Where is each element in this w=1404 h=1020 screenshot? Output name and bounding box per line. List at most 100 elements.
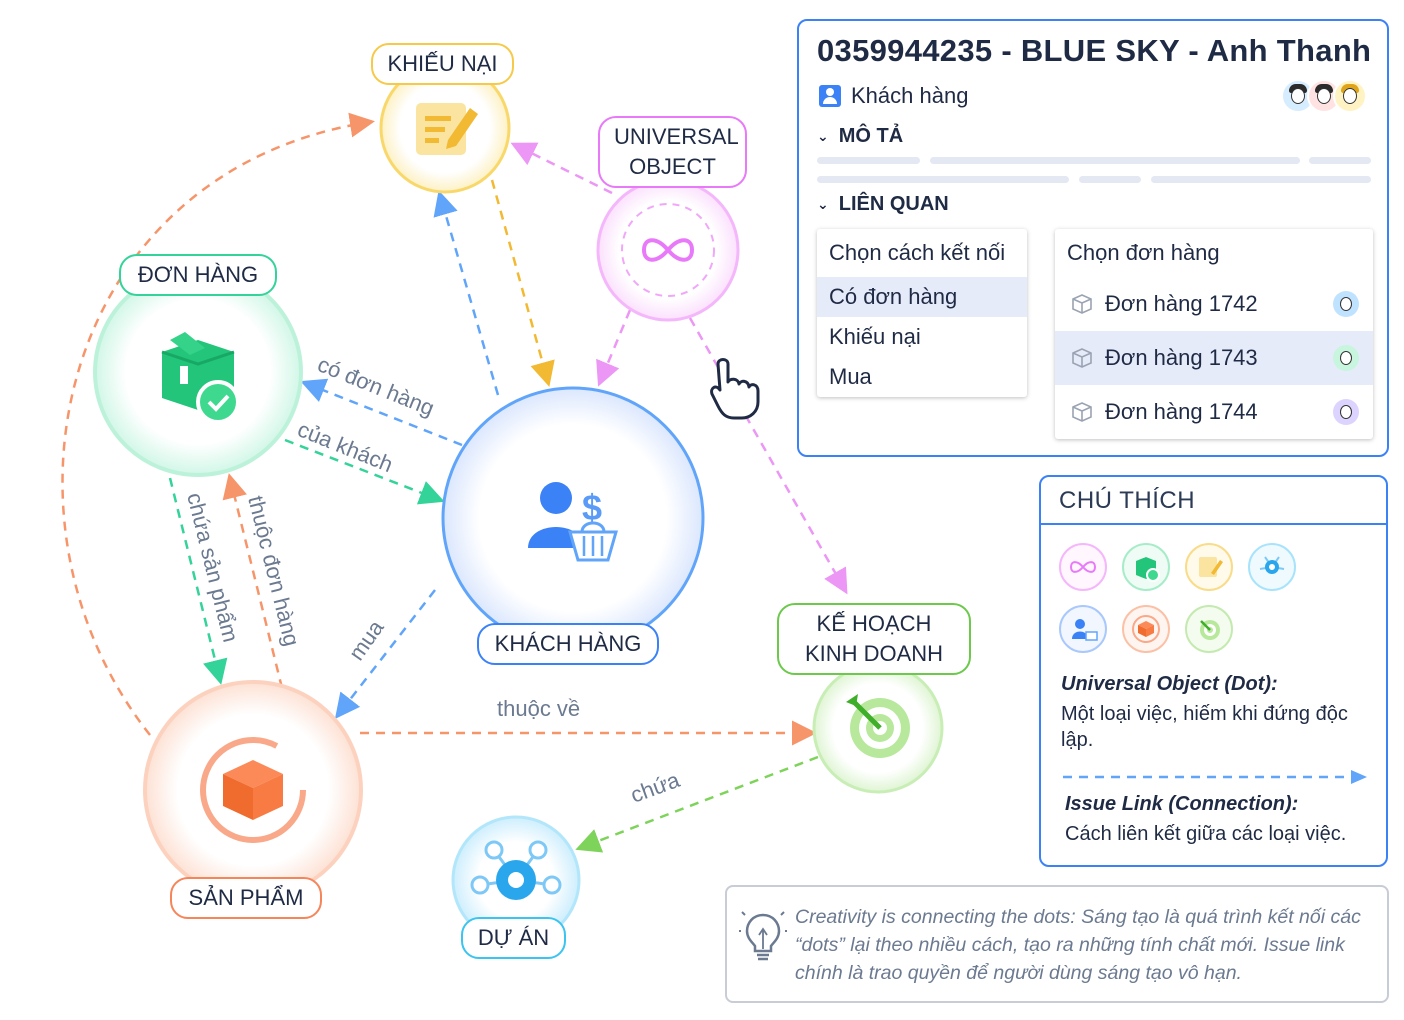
connection-option[interactable]: Có đơn hàng	[817, 277, 1027, 317]
placeholder-line	[817, 176, 1069, 183]
section-description-toggle[interactable]: ⌄ MÔ TẢ	[817, 125, 903, 148]
label-universal-line2: OBJECT	[629, 154, 716, 179]
edge-label-co-don-hang: có đơn hàng	[314, 351, 438, 420]
legend-complaint-icon	[1185, 543, 1233, 591]
legend-panel: CHÚ THÍCH Universal Object (Dot): Một lo…	[1039, 475, 1388, 867]
placeholder-line	[1079, 176, 1141, 183]
label-khieu-nai: KHIẾU NẠI	[371, 43, 514, 85]
edge-universal-khachhang	[596, 309, 632, 387]
customer-shopping-icon: $	[528, 482, 618, 562]
order-option[interactable]: Đơn hàng 1742	[1055, 277, 1373, 331]
label-ke-hoach-line1: KẾ HOẠCH	[816, 611, 932, 636]
chevron-down-icon: ⌄	[817, 128, 829, 144]
placeholder-line	[1309, 157, 1371, 164]
placeholder-line	[1151, 176, 1371, 183]
package-icon	[1072, 402, 1092, 422]
legend-link-arrow	[1063, 770, 1367, 784]
quote-box: Creativity is connecting the dots: Sáng …	[725, 885, 1389, 1003]
order-menu-header: Chọn đơn hàng	[1067, 240, 1220, 265]
edge-kehoach-duan	[575, 755, 819, 853]
legend-order-icon	[1122, 543, 1170, 591]
edge-label-chua: chứa	[627, 767, 683, 808]
label-universal-line1: UNIVERSAL	[614, 124, 739, 149]
section-related-toggle[interactable]: ⌄ LIÊN QUAN	[817, 193, 949, 216]
avatar	[1333, 291, 1359, 317]
order-option-label: Đơn hàng 1744	[1105, 399, 1258, 424]
quote-text: Creativity is connecting the dots: Sáng …	[795, 906, 1361, 984]
edge-donhang-sanpham	[168, 477, 228, 685]
svg-text:$: $	[582, 487, 602, 528]
edge-khieunai-khachhang	[490, 179, 555, 387]
node-ke-hoach[interactable]	[812, 662, 944, 794]
package-icon	[1072, 294, 1092, 314]
edge-label-thuoc-ve: thuộc về	[497, 696, 580, 721]
edge-khachhang-sanpham	[334, 589, 436, 719]
order-option[interactable]: Đơn hàng 1743	[1055, 331, 1373, 385]
edge-label-chua-san-pham: chứa sản phẩm	[182, 490, 243, 644]
avatar	[1333, 399, 1359, 425]
edge-label-cua-khach: của khách	[294, 416, 396, 477]
label-ke-hoach: KẾ HOẠCH KINH DOANH	[777, 603, 971, 675]
node-khach-hang[interactable]: $	[441, 386, 705, 650]
hand-pointer-icon	[710, 358, 760, 420]
cube-icon	[223, 760, 283, 820]
legend-project-icon	[1248, 543, 1296, 591]
placeholder-line	[817, 157, 920, 164]
legend-link-desc: Cách liên kết giữa các loại việc.	[1065, 823, 1347, 845]
customer-card: 0359944235 - BLUE SKY - Anh Thanh Khách …	[797, 19, 1389, 457]
card-title: 0359944235 - BLUE SKY - Anh Thanh	[817, 33, 1372, 68]
edge-sanpham-donhang	[222, 473, 284, 689]
connection-option[interactable]: Khiếu nại	[829, 324, 921, 349]
label-universal-object: UNIVERSAL OBJECT	[598, 116, 747, 188]
infinity-icon	[641, 238, 695, 262]
package-icon	[1072, 348, 1092, 368]
edge-donhang-khachhang	[284, 438, 445, 505]
label-du-an: DỰ ÁN	[461, 917, 566, 959]
user-icon	[819, 85, 841, 107]
edge-universal-khieunai	[510, 142, 613, 195]
edge-khachhang-khieunai	[433, 190, 500, 396]
legend-dot-title: Universal Object (Dot):	[1061, 673, 1278, 695]
box-check-icon	[161, 332, 240, 424]
target-icon	[846, 694, 910, 758]
legend-customer-icon	[1059, 605, 1107, 653]
label-khach-hang: KHÁCH HÀNG	[477, 623, 659, 665]
avatar[interactable]	[1333, 79, 1367, 113]
legend-dot-desc: Một loại việc, hiếm khi đứng độc lập.	[1061, 703, 1348, 751]
edge-khachhang-donhang	[300, 378, 463, 447]
legend-universal-icon	[1059, 543, 1107, 591]
label-don-hang: ĐƠN HÀNG	[119, 254, 277, 296]
card-type-row: Khách hàng	[819, 83, 968, 109]
legend-plan-icon	[1185, 605, 1233, 653]
node-khieu-nai[interactable]	[379, 62, 511, 194]
connection-menu-header: Chọn cách kết nối	[829, 240, 1006, 265]
lightbulb-icon	[739, 911, 787, 961]
label-ke-hoach-line2: KINH DOANH	[804, 641, 944, 666]
network-gear-icon	[470, 840, 562, 900]
assignee-avatars[interactable]	[1281, 79, 1367, 113]
node-du-an[interactable]	[451, 815, 581, 945]
avatar	[1333, 345, 1359, 371]
connection-type-menu: Chọn cách kết nối Có đơn hàng Khiếu nại …	[817, 229, 1027, 397]
edges	[61, 112, 848, 853]
connection-option[interactable]: Mua	[829, 364, 872, 389]
legend-product-icon	[1122, 605, 1170, 653]
placeholder-line	[930, 157, 1300, 164]
legend-link-title: Issue Link (Connection):	[1065, 793, 1299, 815]
section-description-label: MÔ TẢ	[838, 125, 904, 147]
node-san-pham[interactable]	[143, 680, 363, 900]
legend-title: CHÚ THÍCH	[1041, 477, 1386, 525]
edge-universal-kehoach	[688, 317, 848, 595]
order-option-label: Đơn hàng 1742	[1105, 291, 1258, 316]
edge-sanpham-khieunai	[61, 112, 375, 736]
card-type-label: Khách hàng	[851, 83, 969, 108]
section-related-label: LIÊN QUAN	[838, 193, 949, 215]
node-don-hang[interactable]	[93, 267, 303, 477]
edit-document-icon	[416, 103, 478, 155]
node-universal-object[interactable]	[596, 178, 740, 322]
label-san-pham: SẢN PHẨM	[170, 877, 322, 919]
order-option-label: Đơn hàng 1743	[1105, 345, 1258, 370]
order-option[interactable]: Đơn hàng 1744	[1055, 385, 1373, 439]
order-select-menu: Chọn đơn hàng Đơn hàng 1742 Đơn hàng 174…	[1055, 229, 1373, 439]
